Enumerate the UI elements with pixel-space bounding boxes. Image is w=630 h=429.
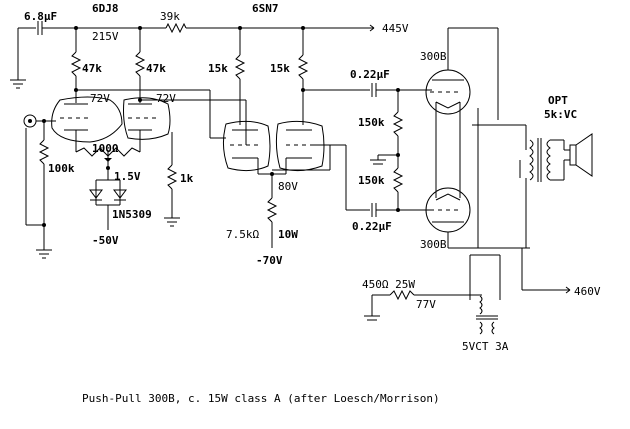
label-150k-top: 150k: [358, 116, 385, 129]
label-10w: 10W: [278, 228, 298, 241]
resistor-7-5k: [266, 197, 278, 223]
label-300b-top: 300B: [420, 50, 447, 63]
tube-6sn7: [222, 120, 325, 172]
resistor-47k-right: [134, 51, 146, 77]
label-neg70v: -70V: [256, 254, 283, 267]
tube-300b-top: [425, 69, 471, 115]
label-77v: 77V: [416, 298, 436, 311]
label-47k-right: 47k: [146, 62, 166, 75]
label-72v-left: 72V: [90, 92, 110, 105]
label-1-5v: 1.5V: [114, 170, 141, 183]
resistor-47k-left: [70, 51, 82, 77]
label-15k-left: 15k: [208, 62, 228, 75]
label-39k: 39k: [160, 10, 180, 23]
label-neg50v: -50V: [92, 234, 119, 247]
label-215v: 215V: [92, 30, 119, 43]
label-022-top: 0.22µF: [350, 68, 390, 81]
tube-6dj8: [51, 96, 171, 143]
label-diode: 1N5309: [112, 208, 152, 221]
resistor-100k: [38, 139, 50, 165]
input-ground-wire: [10, 27, 36, 89]
coupling-cap-bottom: [371, 203, 377, 217]
label-100k: 100k: [48, 162, 75, 175]
input-jack-icon[interactable]: [23, 114, 37, 128]
label-445v: 445V: [382, 22, 409, 35]
label-1k: 1k: [180, 172, 194, 185]
label-xfmr: 5VCT 3A: [462, 340, 509, 353]
label-100ohm: 100Ω: [92, 142, 119, 155]
label-80v: 80V: [278, 180, 298, 193]
filament-transformer-icon: [476, 295, 498, 335]
resistor-150k-top: [392, 111, 404, 137]
caption: Push-Pull 300B, c. 15W class A (after Lo…: [82, 392, 440, 405]
coupling-capacitor: [37, 21, 43, 35]
resistor-15k-left: [234, 54, 246, 80]
coupling-cap-top: [371, 83, 377, 97]
label-tube-6dj8: 6DJ8: [92, 2, 119, 15]
label-7-5k: 7.5kΩ: [226, 228, 259, 241]
resistor-15k-right: [297, 54, 309, 80]
label-opt-impedance: 5k:VC: [544, 108, 577, 121]
resistor-150k-bottom: [392, 167, 404, 193]
speaker-icon: [569, 133, 593, 177]
label-opt: OPT: [548, 94, 568, 107]
label-tube-6sn7: 6SN7: [252, 2, 279, 15]
label-15k-right: 15k: [270, 62, 290, 75]
label-47k-left: 47k: [82, 62, 102, 75]
tube-300b-bottom: [425, 187, 471, 233]
output-transformer-icon: [529, 138, 551, 182]
label-022-bottom: 0.22µF: [352, 220, 392, 233]
resistor-1k: [166, 164, 178, 190]
label-300b-bottom: 300B: [420, 238, 447, 251]
label-coupling-cap: 6.8µF: [24, 10, 57, 23]
diode-1n5309: [89, 179, 127, 206]
label-460v: 460V: [574, 285, 601, 298]
resistor-450ohm: [389, 289, 415, 301]
label-150k-bottom: 150k: [358, 174, 385, 187]
label-450ohm: 450Ω 25W: [362, 278, 415, 291]
label-72v-right: 72V: [156, 92, 176, 105]
resistor-39k: [165, 22, 187, 34]
